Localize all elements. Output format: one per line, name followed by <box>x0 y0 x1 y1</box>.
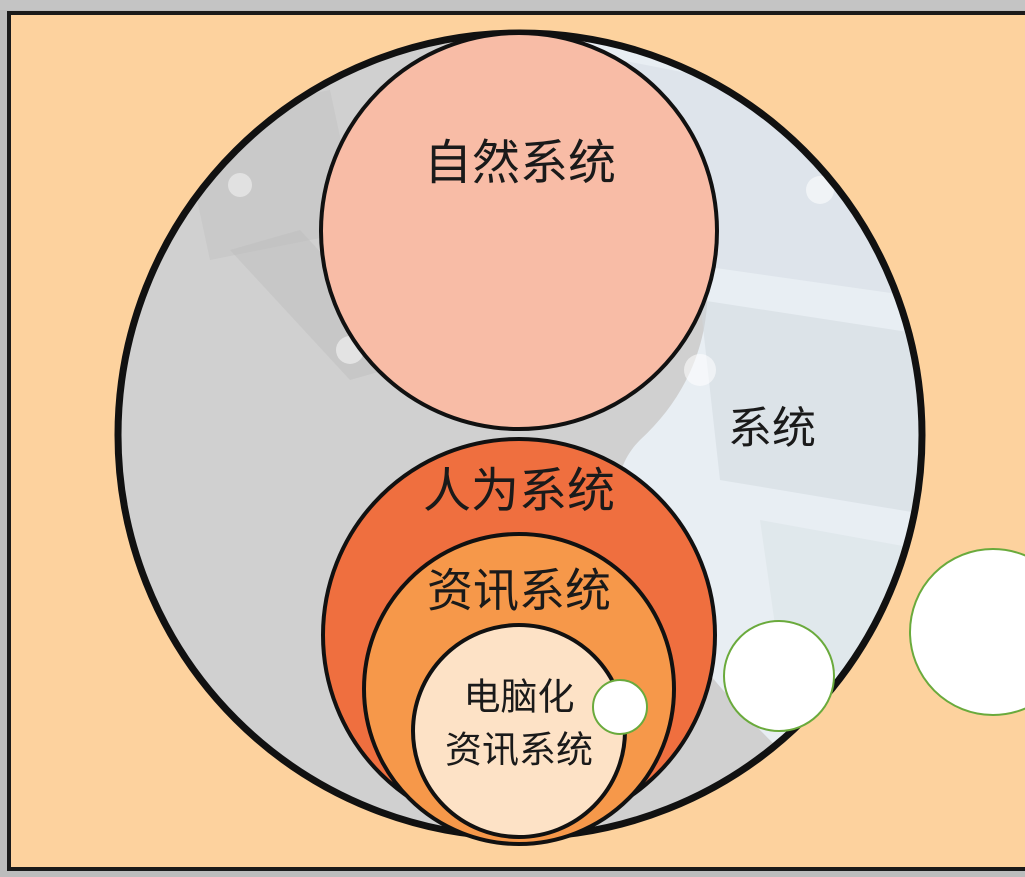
information-system-label: 资讯系统 <box>427 564 611 618</box>
manmade-system-label: 人为系统 <box>423 463 615 519</box>
decorative-bubble-large <box>909 548 1025 716</box>
top-strip <box>0 0 1025 10</box>
natural-system-circle <box>319 31 719 431</box>
outer-system-label: 系统 <box>728 403 816 454</box>
computerized-label-line2: 资讯系统 <box>445 729 593 772</box>
decorative-bubble-small <box>592 679 648 735</box>
natural-system-label: 自然系统 <box>424 135 616 191</box>
computerized-label-line1: 电脑化 <box>464 676 575 719</box>
decorative-bubble-medium <box>723 620 835 732</box>
